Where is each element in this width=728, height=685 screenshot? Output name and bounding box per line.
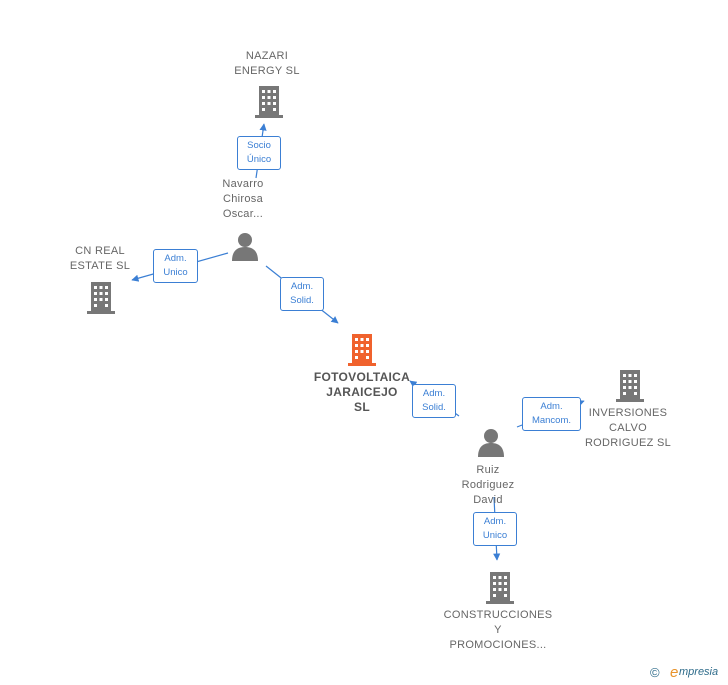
building-icon[interactable] <box>484 570 516 604</box>
brand-footer: © e mpresia <box>648 664 728 685</box>
node-label-inversiones: INVERSIONES CALVO RODRIGUEZ SL <box>584 407 672 449</box>
brand-logo-initial: e <box>670 664 679 681</box>
edge-label-adm-unico-cn[interactable]: Adm. Unico <box>153 249 198 283</box>
building-icon[interactable] <box>346 332 378 366</box>
node-label-cn-real: CN REAL ESTATE SL <box>69 245 131 272</box>
copyright-icon: © <box>650 665 660 680</box>
building-icon[interactable] <box>85 280 117 314</box>
node-label-navarro: Navarro Chirosa Oscar... <box>222 178 264 220</box>
node-label-nazari: NAZARI ENERGY SL <box>234 50 300 77</box>
node-label-ruiz: Ruiz Rodriguez David <box>461 464 515 506</box>
edge-label-adm-mancom[interactable]: Adm. Mancom. <box>522 397 581 431</box>
person-icon[interactable] <box>476 428 506 458</box>
edge-label-adm-solid-ruiz[interactable]: Adm. Solid. <box>412 384 456 418</box>
node-label-fotovoltaica: FOTOVOLTAICA JARAICEJO SL <box>313 370 411 414</box>
node-label-construcciones: CONSTRUCCIONES Y PROMOCIONES... <box>443 609 553 651</box>
edge-label-socio-unico[interactable]: Socio Único <box>237 136 281 170</box>
edge-label-adm-unico-cons[interactable]: Adm. Unico <box>473 512 517 546</box>
building-icon[interactable] <box>253 84 285 118</box>
edge-label-adm-solid-navarro[interactable]: Adm. Solid. <box>280 277 324 311</box>
brand-name: mpresia <box>679 666 719 678</box>
person-icon[interactable] <box>230 232 260 262</box>
building-icon[interactable] <box>614 368 646 402</box>
